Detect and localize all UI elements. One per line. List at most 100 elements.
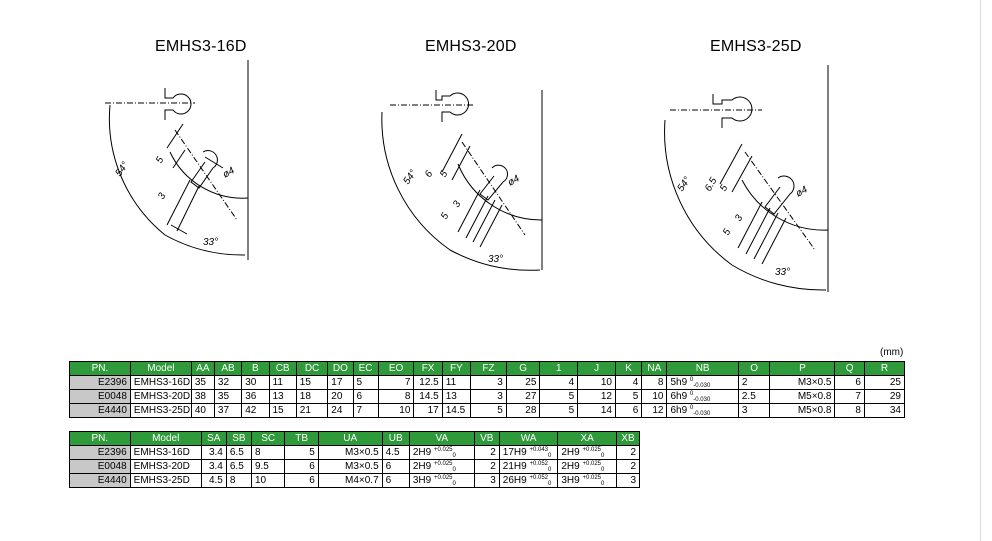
hole-diameter-20d: ø4 xyxy=(506,173,522,189)
table-cell: 13 xyxy=(268,389,297,404)
table2-header: VB xyxy=(473,431,500,446)
nb-cell: 6h9 0-0.030 xyxy=(666,403,739,418)
table-cell: 11 xyxy=(441,375,472,390)
table1-header: 1 xyxy=(539,361,579,376)
ua-cell: M3×0.5 xyxy=(317,459,383,474)
table2-header: UA xyxy=(317,431,383,446)
table1-header: G xyxy=(505,361,541,376)
model-cell: EMHS3-25D xyxy=(129,403,192,418)
table-cell: 3 xyxy=(737,403,771,418)
table-cell: 18 xyxy=(295,389,329,404)
ub-cell: 6 xyxy=(381,473,410,488)
table2-header: UB xyxy=(381,431,410,446)
vb-cell: 2 xyxy=(473,459,500,474)
table1-header: DC xyxy=(295,361,329,376)
table-cell: 30 xyxy=(241,375,270,390)
va-cell: 2H9 +0.0250 xyxy=(408,445,475,460)
xb-cell: 2 xyxy=(615,459,641,474)
pn-cell: E2396 xyxy=(69,375,131,390)
table-cell: 25 xyxy=(505,375,541,390)
table-cell: 20 xyxy=(327,389,354,404)
nb-cell: 5h9 0-0.030 xyxy=(666,375,739,390)
table-cell: 40 xyxy=(190,403,215,418)
table-cell: 7 xyxy=(352,403,379,418)
ua-cell: M4×0.7 xyxy=(317,473,383,488)
table-cell: 7 xyxy=(834,389,865,404)
table1-header: EC xyxy=(352,361,379,376)
table-cell: 10 xyxy=(641,389,668,404)
dim-3-20d: 3 xyxy=(451,199,464,210)
table-cell: 8 xyxy=(377,389,415,404)
sc-cell: 10 xyxy=(250,473,286,488)
dim-3-25d: 3 xyxy=(733,213,746,224)
tb-cell: 6 xyxy=(284,473,319,488)
table2-header: XB xyxy=(615,431,641,446)
angle-large-25d: 54° xyxy=(675,175,693,194)
wa-cell: 26H9 +0.0520 xyxy=(498,473,559,488)
table2-header: VA xyxy=(408,431,475,446)
dim-5b-20d: 5 xyxy=(439,211,452,222)
pn-cell: E0048 xyxy=(69,459,131,474)
table-cell: 37 xyxy=(213,403,243,418)
table2-header: SC xyxy=(250,431,286,446)
table-cell: 36 xyxy=(241,389,270,404)
technical-drawing-25d: 54° 33° 6.5 5 5 3 ø4 xyxy=(664,65,829,292)
spec-table-secondary: PN. Model SA SB SC TB UA UB VA VB WA XA … xyxy=(69,431,641,488)
table-cell: 4 xyxy=(614,375,643,390)
sa-cell: 3.4 xyxy=(200,459,227,474)
table-cell: 12 xyxy=(577,389,616,404)
table-cell: 6 xyxy=(834,375,865,390)
table-cell: 14.5 xyxy=(441,403,472,418)
vb-cell: 2 xyxy=(473,445,500,460)
table1-header: NB xyxy=(666,361,739,376)
table2-header: SA xyxy=(200,431,227,446)
xb-cell: 2 xyxy=(615,445,641,460)
dim-6-20d: 6 xyxy=(423,169,436,180)
table-cell: 12 xyxy=(641,403,668,418)
table1-header: R xyxy=(863,361,906,376)
angle-small-16d: 33° xyxy=(203,237,218,248)
wa-cell: 17H9 +0.0430 xyxy=(498,445,559,460)
table-cell: 28 xyxy=(505,403,541,418)
nb-cell: 6h9 0-0.030 xyxy=(666,389,739,404)
table-cell: 14.5 xyxy=(413,389,443,404)
ua-cell: M3×0.5 xyxy=(317,445,383,460)
pn-cell: E4440 xyxy=(69,403,131,418)
table-cell: 35 xyxy=(190,375,215,390)
hole-diameter-25d: ø4 xyxy=(794,184,810,200)
table1-header-row: PN. Model AA AB B CB DC DO EC EO FX FY F… xyxy=(69,361,906,376)
table1-header: O xyxy=(737,361,771,376)
technical-drawing-16d: 54° 33° 5 3 ø4 xyxy=(105,60,249,260)
table-cell: 42 xyxy=(241,403,270,418)
xa-cell: 2H9 +0.0250 xyxy=(557,459,617,474)
table-cell: 7 xyxy=(377,375,415,390)
va-cell: 2H9 +0.0250 xyxy=(408,459,475,474)
figure-title-16d: EMHS3-16D xyxy=(155,38,247,55)
page-right-border xyxy=(980,0,981,541)
table-cell: 6 xyxy=(614,403,643,418)
table-cell: 24 xyxy=(327,403,354,418)
xa-cell: 3H9 +0.0250 xyxy=(557,473,617,488)
table1-header: DO xyxy=(327,361,354,376)
dim-5a-25d: 5 xyxy=(718,183,731,194)
table-cell: 17 xyxy=(327,375,354,390)
table1-header: AA xyxy=(190,361,215,376)
angle-large-20d: 54° xyxy=(401,168,419,187)
table1-header: FZ xyxy=(470,361,507,376)
table2-header: TB xyxy=(284,431,319,446)
vb-cell: 3 xyxy=(473,473,500,488)
table-cell: 5 xyxy=(614,389,643,404)
figure-title-25d: EMHS3-25D xyxy=(710,38,802,55)
table-cell: M5×0.8 xyxy=(769,403,836,418)
table-cell: 5 xyxy=(539,403,579,418)
sc-cell: 9.5 xyxy=(250,459,286,474)
table-cell: 2.5 xyxy=(737,389,771,404)
sa-cell: 4.5 xyxy=(200,473,227,488)
table-cell: 15 xyxy=(295,375,329,390)
table-cell: 2 xyxy=(737,375,771,390)
